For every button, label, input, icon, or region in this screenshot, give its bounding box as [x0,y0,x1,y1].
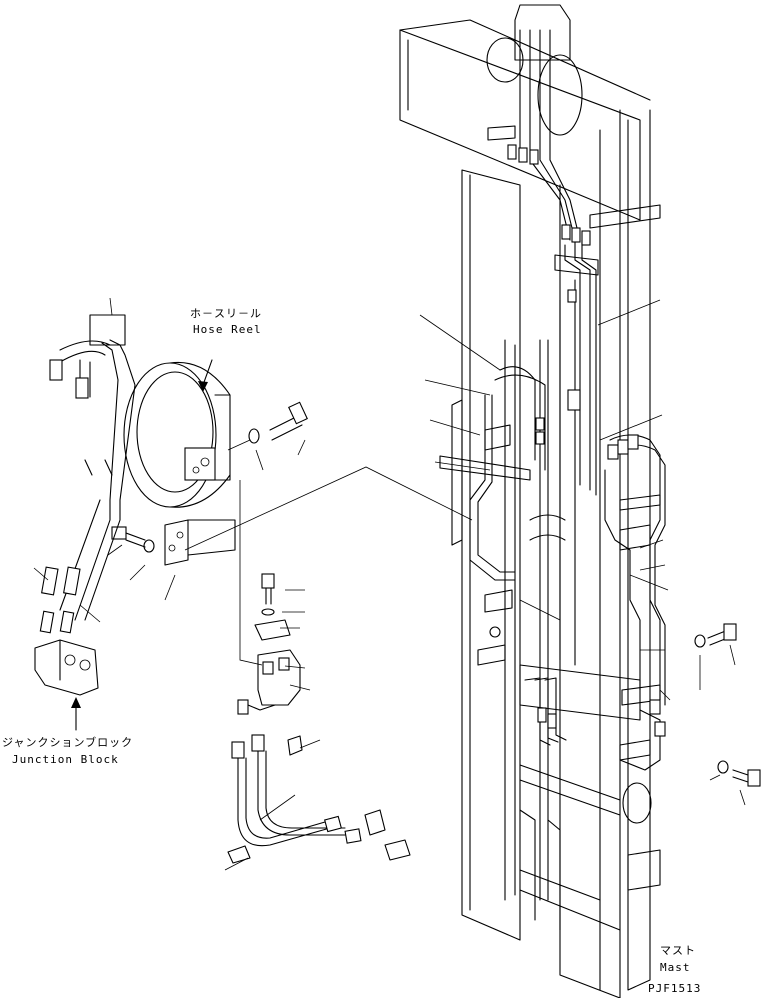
hose-reel-arrow-head [198,381,208,392]
mast-hoses [439,29,666,771]
hose-reel-label-jp: ホ－スリ－ル [190,307,262,320]
junction-block-label-en: Junction Block [12,753,119,766]
junction-block-arrow-head [71,697,81,708]
junction-block-label-jp: ジャンクションブロック [2,736,134,749]
drawing-code: PJF1513 [648,982,702,995]
lower-hose-assembly [227,480,411,864]
mast-label-jp: マスト [660,944,696,957]
hose-reel [123,361,236,566]
junction-hoses [34,314,136,696]
leader-lines [33,297,746,871]
leader-line-reel [184,466,473,551]
mast-label-en: Mast [660,961,691,974]
bracket-bolt [111,526,155,553]
mast-assembly [399,4,661,998]
right-bolts [694,623,761,787]
hose-reel-label-en: Hose Reel [193,323,262,336]
reel-bolt [227,401,308,451]
hose-reel-arrow-line [202,359,213,386]
